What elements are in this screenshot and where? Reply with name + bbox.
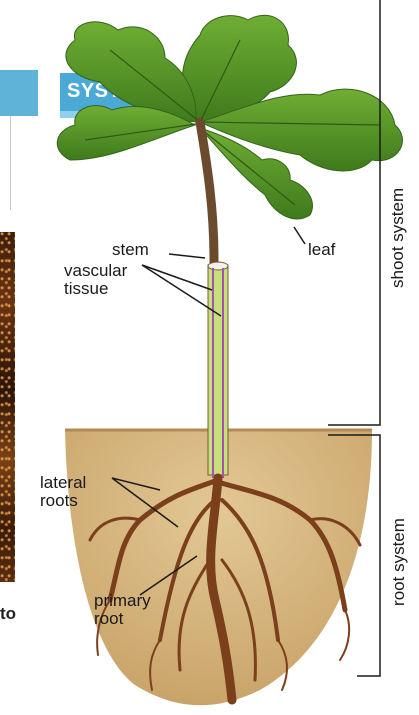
- stem-cutaway: [208, 265, 228, 475]
- stem-pointer: [169, 254, 205, 258]
- label-leaf: leaf: [308, 241, 335, 259]
- label-shoot-system: shoot system: [388, 188, 408, 288]
- shoot-system-bracket: [328, 0, 380, 425]
- leaf-pointer: [294, 227, 305, 244]
- label-root-system: root system: [389, 517, 409, 607]
- label-primary-root: primary root: [94, 592, 151, 628]
- leaves: [57, 15, 402, 219]
- label-stem: stem: [112, 241, 149, 259]
- label-lateral-roots: lateral roots: [40, 474, 86, 510]
- vascular-pointer-1: [142, 265, 212, 290]
- label-vascular-tissue: vascular tissue: [64, 262, 127, 298]
